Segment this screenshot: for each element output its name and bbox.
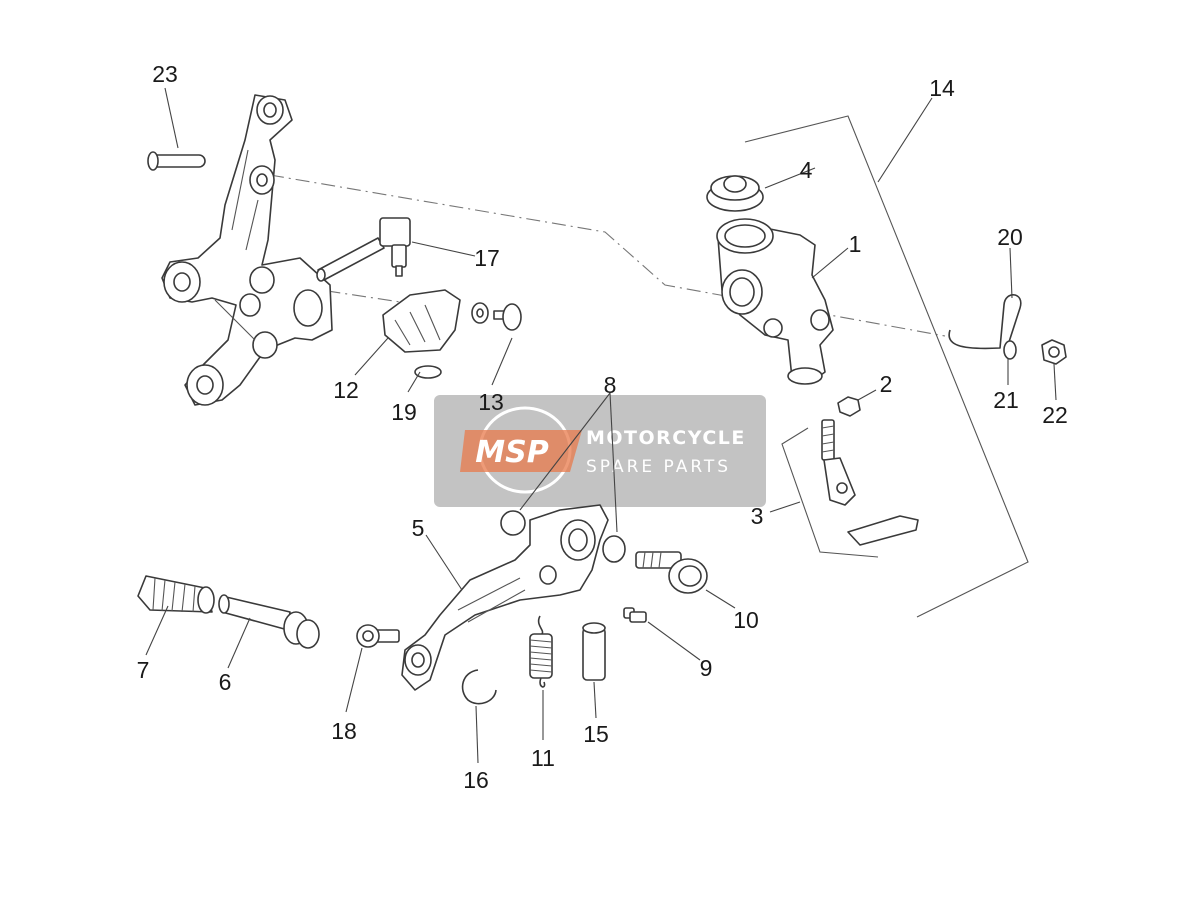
- label-part-17: 17: [474, 245, 500, 271]
- label-part-5: 5: [412, 515, 425, 541]
- pin-15: [582, 622, 606, 681]
- pin-23: [147, 151, 206, 171]
- footrest-bracket: [161, 94, 333, 406]
- assembly-bracket-3: [781, 427, 879, 558]
- clip-20: [948, 294, 1022, 350]
- label-part-11: 11: [531, 745, 555, 771]
- label-part-1: 1: [849, 231, 862, 257]
- screw-9: [623, 607, 647, 623]
- screw-13: [471, 302, 522, 331]
- label-part-20: 20: [997, 224, 1023, 250]
- watermark: MSP MOTORCYCLE SPARE PARTS: [434, 395, 766, 507]
- alignment-axis-upper: [269, 174, 946, 337]
- reservoir-cap-4: [706, 175, 764, 212]
- assembly-bracket-14: [744, 115, 1029, 618]
- label-part-6: 6: [219, 669, 232, 695]
- label-part-23: 23: [152, 61, 178, 87]
- label-part-14: 14: [929, 75, 955, 101]
- o-ring-8-right: [602, 535, 626, 563]
- circlip-16: [461, 669, 497, 705]
- label-part-13: 13: [478, 389, 504, 415]
- leader-lines: [145, 87, 1057, 764]
- spring-11: [529, 615, 553, 688]
- label-part-7: 7: [137, 657, 150, 683]
- brake-lever-5: [401, 504, 609, 691]
- label-part-2: 2: [880, 371, 893, 397]
- washer-19: [414, 365, 442, 379]
- pushrod-clevis-3: [821, 419, 919, 546]
- label-part-12: 12: [333, 377, 359, 403]
- o-ring-8-left: [500, 510, 526, 536]
- watermark-subtitle: SPARE PARTS: [586, 457, 731, 477]
- rubber-boot-7: [137, 575, 215, 614]
- label-part-3: 3: [751, 503, 764, 529]
- label-part-8: 8: [604, 372, 617, 398]
- switch-plate-12: [382, 289, 461, 353]
- pivot-bolt-10: [635, 551, 708, 594]
- label-part-21: 21: [993, 387, 1019, 413]
- label-part-22: 22: [1042, 402, 1068, 428]
- label-part-9: 9: [700, 655, 713, 681]
- label-part-15: 15: [583, 721, 609, 747]
- nut-2: [837, 396, 861, 417]
- master-cylinder-1: [716, 218, 834, 385]
- sensor-17: [316, 217, 411, 282]
- label-part-4: 4: [800, 157, 813, 183]
- label-part-18: 18: [331, 718, 357, 744]
- label-part-19: 19: [391, 399, 417, 425]
- screw-18: [356, 624, 400, 648]
- label-part-10: 10: [733, 607, 759, 633]
- nut-22: [1041, 339, 1067, 365]
- label-part-16: 16: [463, 767, 489, 793]
- watermark-title: MOTORCYCLE: [586, 427, 746, 449]
- watermark-logo: MSP: [475, 435, 548, 470]
- footpeg-6: [218, 594, 320, 649]
- washer-21: [1003, 340, 1017, 360]
